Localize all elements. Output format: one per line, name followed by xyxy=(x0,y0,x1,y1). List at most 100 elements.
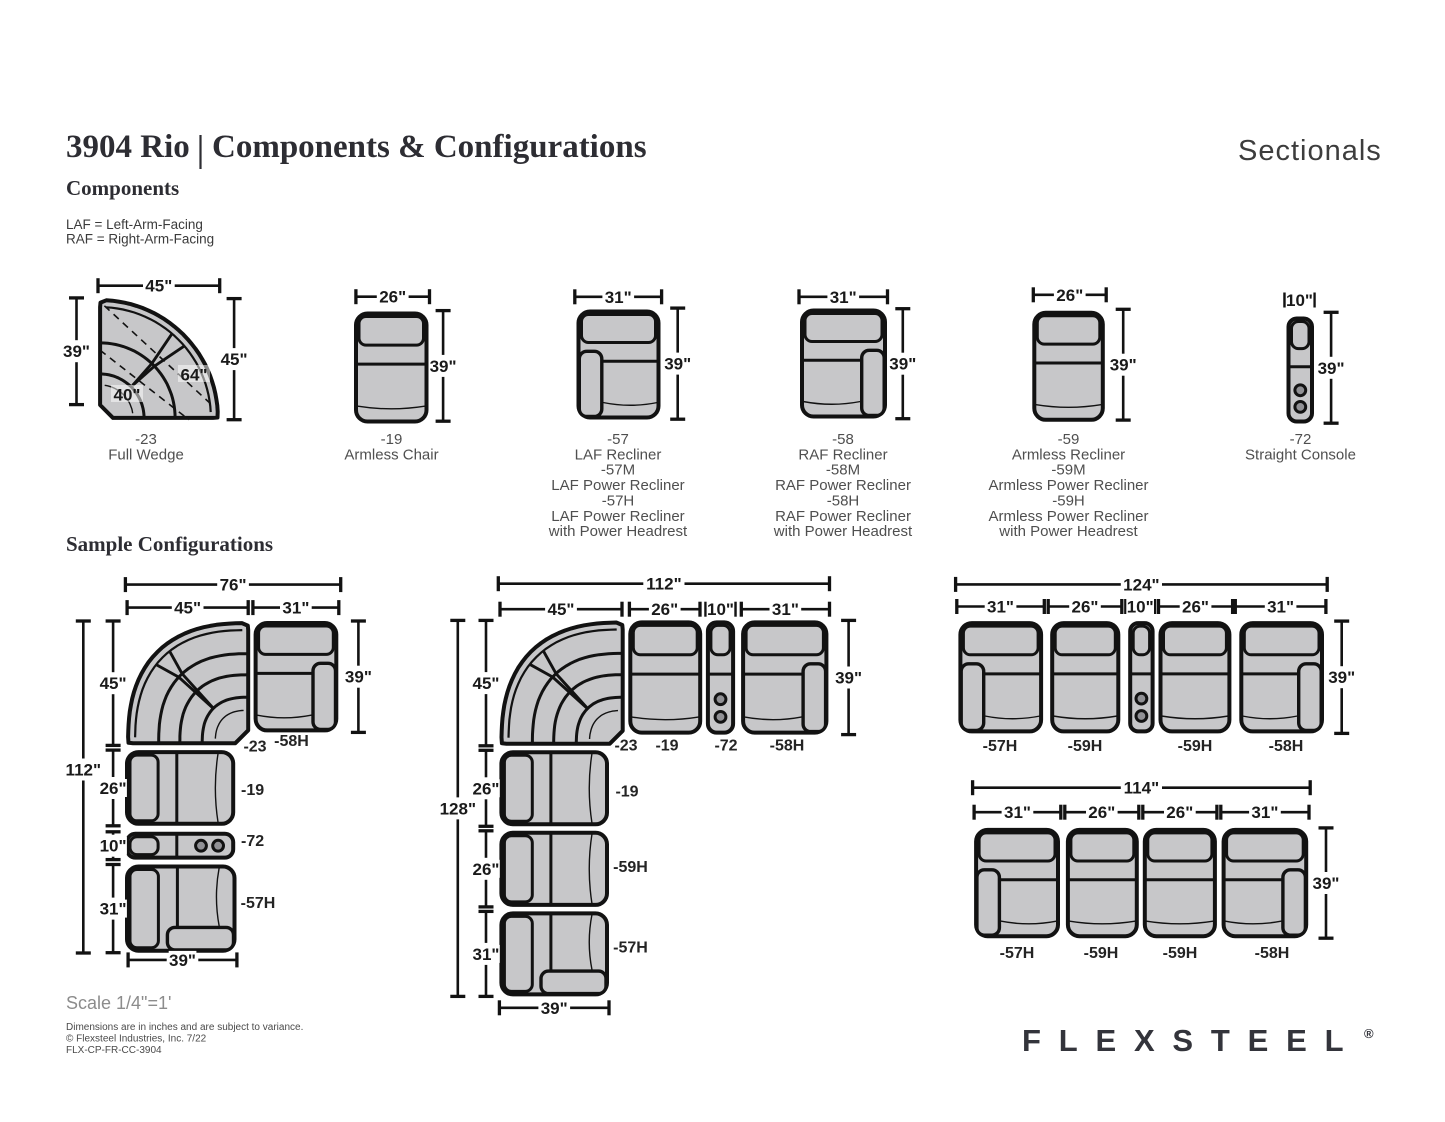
svg-text:39": 39" xyxy=(1110,356,1137,375)
svg-text:-23: -23 xyxy=(614,737,637,754)
svg-text:-57M: -57M xyxy=(601,462,635,479)
svg-text:26": 26" xyxy=(1088,803,1115,822)
svg-text:114": 114" xyxy=(1124,779,1160,798)
svg-text:-58M: -58M xyxy=(826,462,860,479)
svg-text:Components & Configurations: Components & Configurations xyxy=(212,129,647,165)
svg-text:26": 26" xyxy=(100,779,127,798)
svg-text:-57H: -57H xyxy=(602,492,635,509)
svg-text:-57H: -57H xyxy=(983,738,1018,755)
svg-text:26": 26" xyxy=(1166,803,1193,822)
svg-text:3904 Rio: 3904 Rio xyxy=(66,129,190,165)
svg-text:10": 10" xyxy=(1127,598,1154,617)
svg-text:26": 26" xyxy=(1056,286,1083,305)
svg-text:Armless Chair: Armless Chair xyxy=(344,446,438,463)
svg-text:39": 39" xyxy=(541,999,568,1018)
svg-text:-59M: -59M xyxy=(1051,462,1085,479)
svg-text:39": 39" xyxy=(345,668,372,687)
svg-text:Components: Components xyxy=(66,176,179,200)
svg-text:112": 112" xyxy=(66,761,102,780)
svg-text:with Power Headrest: with Power Headrest xyxy=(998,523,1138,540)
svg-text:-57H: -57H xyxy=(613,940,648,957)
svg-text:-57H: -57H xyxy=(1000,945,1035,962)
svg-text:39": 39" xyxy=(1318,359,1345,378)
svg-text:®: ® xyxy=(1364,1026,1374,1041)
svg-text:© Flexsteel Industries, Inc. 7: © Flexsteel Industries, Inc. 7/22 xyxy=(66,1034,207,1045)
svg-text:45": 45" xyxy=(174,599,201,618)
svg-text:39": 39" xyxy=(430,357,457,376)
svg-text:-59H: -59H xyxy=(1178,738,1213,755)
svg-text:26": 26" xyxy=(1072,598,1099,617)
svg-text:31": 31" xyxy=(473,945,500,964)
svg-text:-57: -57 xyxy=(607,431,629,448)
svg-text:-59: -59 xyxy=(1058,431,1080,448)
svg-text:LAF Power Recliner: LAF Power Recliner xyxy=(551,477,684,494)
svg-text:-58H: -58H xyxy=(1255,945,1290,962)
svg-text:Full Wedge: Full Wedge xyxy=(108,446,184,463)
svg-text:-58H: -58H xyxy=(770,737,805,754)
svg-text:39": 39" xyxy=(63,342,90,361)
svg-text:31": 31" xyxy=(100,900,127,919)
svg-text:45": 45" xyxy=(100,674,127,693)
svg-text:31": 31" xyxy=(1251,803,1278,822)
svg-text:RAF = Right-Arm-Facing: RAF = Right-Arm-Facing xyxy=(66,232,214,247)
svg-text:26": 26" xyxy=(473,779,500,798)
svg-text:-59H: -59H xyxy=(1052,492,1085,509)
svg-text:FLEXSTEEL: FLEXSTEEL xyxy=(1022,1023,1361,1058)
svg-text:31": 31" xyxy=(1267,598,1294,617)
svg-text:Sample Configurations: Sample Configurations xyxy=(66,532,273,556)
svg-text:39": 39" xyxy=(664,355,691,374)
svg-text:-19: -19 xyxy=(241,782,264,799)
svg-text:39": 39" xyxy=(835,669,862,688)
svg-text:31": 31" xyxy=(605,288,632,307)
svg-text:31": 31" xyxy=(987,598,1014,617)
svg-text:26": 26" xyxy=(379,288,406,307)
svg-text:45": 45" xyxy=(548,600,575,619)
svg-text:-59H: -59H xyxy=(1163,945,1198,962)
svg-text:-58: -58 xyxy=(832,431,854,448)
svg-text:Straight Console: Straight Console xyxy=(1245,446,1356,463)
svg-text:Dimensions are in inches and a: Dimensions are in inches and are subject… xyxy=(66,1022,303,1033)
svg-text:with Power Headrest: with Power Headrest xyxy=(548,523,688,540)
svg-text:-72: -72 xyxy=(714,737,737,754)
svg-text:-59H: -59H xyxy=(1084,945,1119,962)
svg-text:Armless Power Recliner: Armless Power Recliner xyxy=(988,477,1148,494)
svg-text:31": 31" xyxy=(772,600,799,619)
svg-text:-58H: -58H xyxy=(827,492,860,509)
svg-text:31": 31" xyxy=(282,599,309,618)
svg-text:45": 45" xyxy=(221,350,248,369)
svg-text:64": 64" xyxy=(181,366,208,385)
svg-text:-58H: -58H xyxy=(274,733,309,750)
svg-text:LAF Power Recliner: LAF Power Recliner xyxy=(551,508,684,525)
svg-text:-19: -19 xyxy=(655,737,678,754)
svg-text:39": 39" xyxy=(169,951,196,970)
svg-text:-59H: -59H xyxy=(613,859,648,876)
svg-text:124": 124" xyxy=(1123,575,1159,594)
svg-text:LAF Recliner: LAF Recliner xyxy=(575,446,662,463)
svg-text:26": 26" xyxy=(651,600,678,619)
svg-text:45": 45" xyxy=(473,674,500,693)
svg-text:40": 40" xyxy=(114,386,141,405)
svg-text:128": 128" xyxy=(440,799,476,818)
svg-text:-19: -19 xyxy=(615,784,638,801)
svg-text:39": 39" xyxy=(1328,668,1355,687)
svg-text:31": 31" xyxy=(830,288,857,307)
svg-text:with Power Headrest: with Power Headrest xyxy=(773,523,913,540)
svg-text:-72: -72 xyxy=(1290,431,1312,448)
svg-text:Armless Recliner: Armless Recliner xyxy=(1012,446,1125,463)
svg-text:31": 31" xyxy=(1004,803,1031,822)
svg-text:26": 26" xyxy=(473,860,500,879)
svg-text:-23: -23 xyxy=(135,431,157,448)
svg-text:-19: -19 xyxy=(381,431,403,448)
svg-text:-57H: -57H xyxy=(241,895,276,912)
svg-text:-23: -23 xyxy=(243,739,266,756)
svg-text:LAF = Left-Arm-Facing: LAF = Left-Arm-Facing xyxy=(66,217,203,232)
svg-text:RAF Power Recliner: RAF Power Recliner xyxy=(775,477,911,494)
svg-text:Sectionals: Sectionals xyxy=(1238,135,1382,167)
svg-text:Armless Power Recliner: Armless Power Recliner xyxy=(988,508,1148,525)
svg-text:RAF Power Recliner: RAF Power Recliner xyxy=(775,508,911,525)
svg-text:10": 10" xyxy=(707,600,734,619)
svg-text:45": 45" xyxy=(145,277,172,296)
svg-text:-72: -72 xyxy=(241,833,264,850)
svg-text:-58H: -58H xyxy=(1269,738,1304,755)
svg-text:26": 26" xyxy=(1182,598,1209,617)
